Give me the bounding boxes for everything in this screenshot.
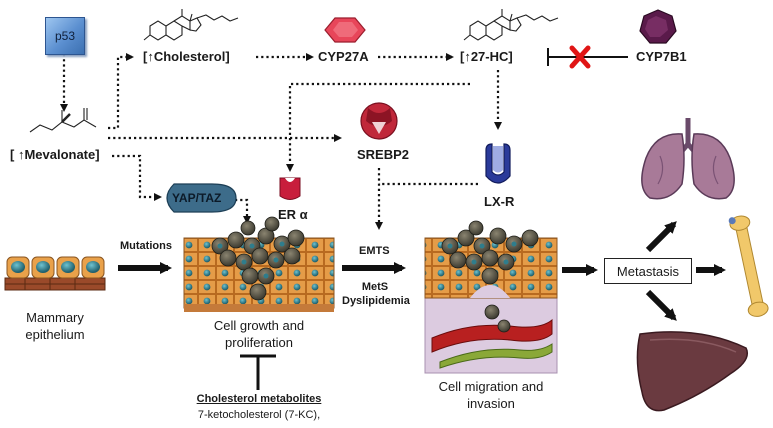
arrow-mevalonate-to-yaptaz bbox=[112, 154, 162, 201]
tumor-tissue-illustration bbox=[183, 216, 335, 312]
cyp27a-label: CYP27A bbox=[318, 49, 369, 64]
cyp7b1-label: CYP7B1 bbox=[636, 49, 687, 64]
sterol-structure-icon bbox=[463, 9, 559, 41]
cholesterol-label: [↑Cholesterol] bbox=[143, 49, 230, 64]
growth-label-line2: proliferation bbox=[225, 335, 293, 350]
27hc-label: [↑27-HC] bbox=[460, 49, 513, 64]
mammary-label-line2: epithelium bbox=[25, 327, 85, 342]
mevalonate-structure-icon bbox=[29, 108, 97, 133]
p53-label: p53 bbox=[54, 29, 76, 43]
growth-label-line1: Cell growth and bbox=[213, 318, 305, 333]
metabolites-title: Cholesterol metabolites bbox=[196, 393, 322, 405]
er-alpha-label: ER α bbox=[278, 207, 308, 222]
x-mark-icon bbox=[569, 45, 591, 69]
inhibition-cyp7b1 bbox=[547, 48, 628, 66]
arrow-metastasis-to-liver bbox=[645, 289, 677, 321]
metastasis-label: Metastasis bbox=[616, 263, 680, 279]
mammary-epithelium-illustration bbox=[4, 256, 106, 291]
liver-icon bbox=[636, 331, 748, 412]
mutations-label: Mutations bbox=[120, 240, 172, 252]
arrow-mevalonate-to-cholesterol bbox=[108, 53, 134, 130]
sterol-structure-icon bbox=[143, 9, 239, 41]
lxr-icon bbox=[485, 143, 511, 184]
mammary-label-line1: Mammary bbox=[26, 310, 84, 325]
lung-icon bbox=[641, 118, 735, 200]
inhibition-metabolites bbox=[240, 354, 276, 390]
yaptaz-label: YAP/TAZ bbox=[172, 191, 222, 205]
mevalonate-label: [ ↑Mevalonate] bbox=[10, 147, 100, 162]
metabolites-item: 7-ketocholesterol (7-KC), bbox=[197, 409, 321, 421]
arrow-yaptaz-to-tumor bbox=[235, 198, 251, 224]
migration-label-line2: invasion bbox=[467, 396, 515, 411]
emts-label: EMTS bbox=[359, 245, 390, 257]
mets-label: MetS bbox=[361, 281, 389, 293]
arrow-metastasis-to-lung bbox=[645, 221, 677, 253]
invasion-tissue-illustration bbox=[424, 220, 558, 374]
bone-icon bbox=[728, 215, 769, 317]
srebp2-label: SREBP2 bbox=[357, 147, 410, 162]
dotted-connectors bbox=[60, 53, 502, 230]
migration-label-line1: Cell migration and bbox=[438, 379, 544, 394]
lxr-label: LX-R bbox=[484, 194, 515, 209]
dyslipidemia-label: Dyslipidemia bbox=[342, 295, 410, 307]
srebp2-icon bbox=[360, 102, 398, 140]
metastasis-node: Metastasis bbox=[604, 258, 692, 284]
p53-node: p53 bbox=[45, 17, 85, 55]
yaptaz-icon bbox=[166, 183, 237, 213]
er-alpha-icon bbox=[279, 177, 301, 200]
